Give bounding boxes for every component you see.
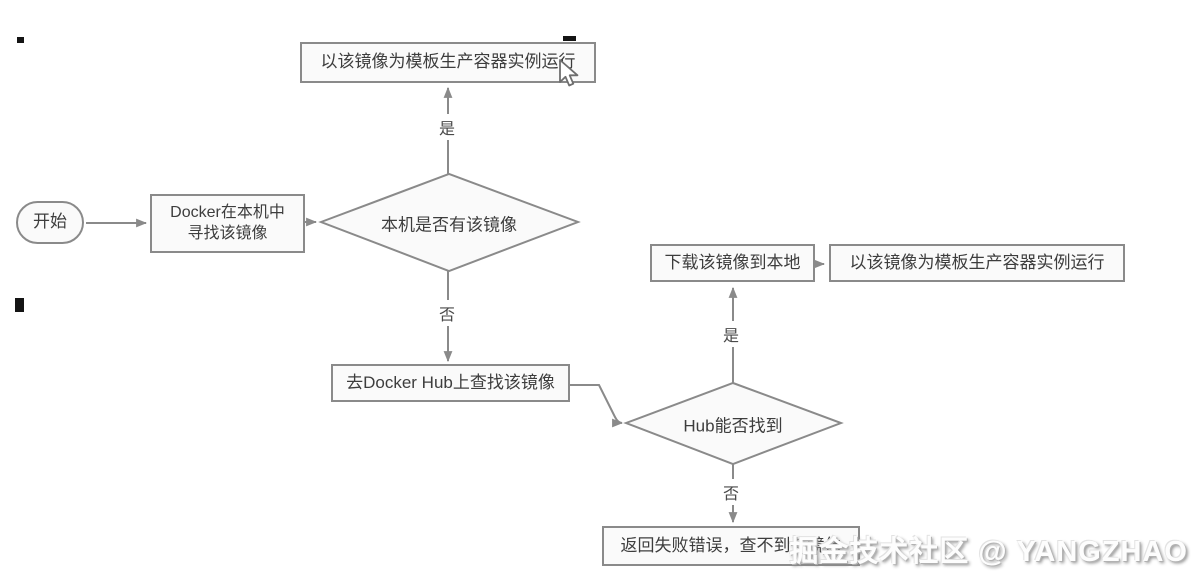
run-container-top-label: 以该镜像为模板生产容器实例运行 [320, 52, 576, 72]
run-container-right-node: 以该镜像为模板生产容器实例运行 [829, 244, 1125, 282]
fail-node-label: 返回失败错误，查不到该镜像 [620, 535, 842, 555]
edge-search-hub-to-hub-found [570, 384, 624, 428]
start-node-label: 开始 [33, 212, 67, 232]
search-hub-node: 去Docker Hub上查找该镜像 [331, 364, 570, 402]
artifact-mark [15, 298, 24, 312]
artifact-mark [563, 36, 576, 41]
watermark-text: 掘金技术社区 @ YANGZHAO [789, 536, 1188, 568]
artifact-mark [17, 37, 24, 43]
search-hub-label: 去Docker Hub上查找该镜像 [346, 372, 555, 392]
find-local-node-line2: 寻找该镜像 [187, 224, 268, 242]
run-container-right-label: 以该镜像为模板生产容器实例运行 [849, 252, 1105, 272]
edge-label-yes-has-image: 是 [435, 114, 459, 140]
mouse-cursor-icon [559, 59, 579, 87]
edge-label-no-has-image: 否 [435, 300, 459, 326]
find-local-node: Docker在本机中 寻找该镜像 [150, 194, 305, 253]
start-node: 开始 [16, 201, 84, 244]
download-image-node: 下载该镜像到本地 [650, 244, 815, 282]
has-image-diamond-label: 本机是否有该镜像 [381, 215, 517, 235]
edge-label-no-hub-found: 否 [719, 479, 743, 505]
find-local-node-line1: Docker在本机中 [170, 203, 285, 221]
fail-node: 返回失败错误，查不到该镜像 [602, 526, 860, 566]
run-container-top-node: 以该镜像为模板生产容器实例运行 [300, 42, 596, 83]
decision-diamond-hub-found [623, 381, 844, 466]
hub-found-diamond-label: Hub能否找到 [683, 416, 783, 436]
decision-diamond-has-image [318, 172, 581, 273]
download-image-label: 下载该镜像到本地 [664, 252, 801, 272]
edge-label-yes-hub-found: 是 [719, 321, 743, 347]
